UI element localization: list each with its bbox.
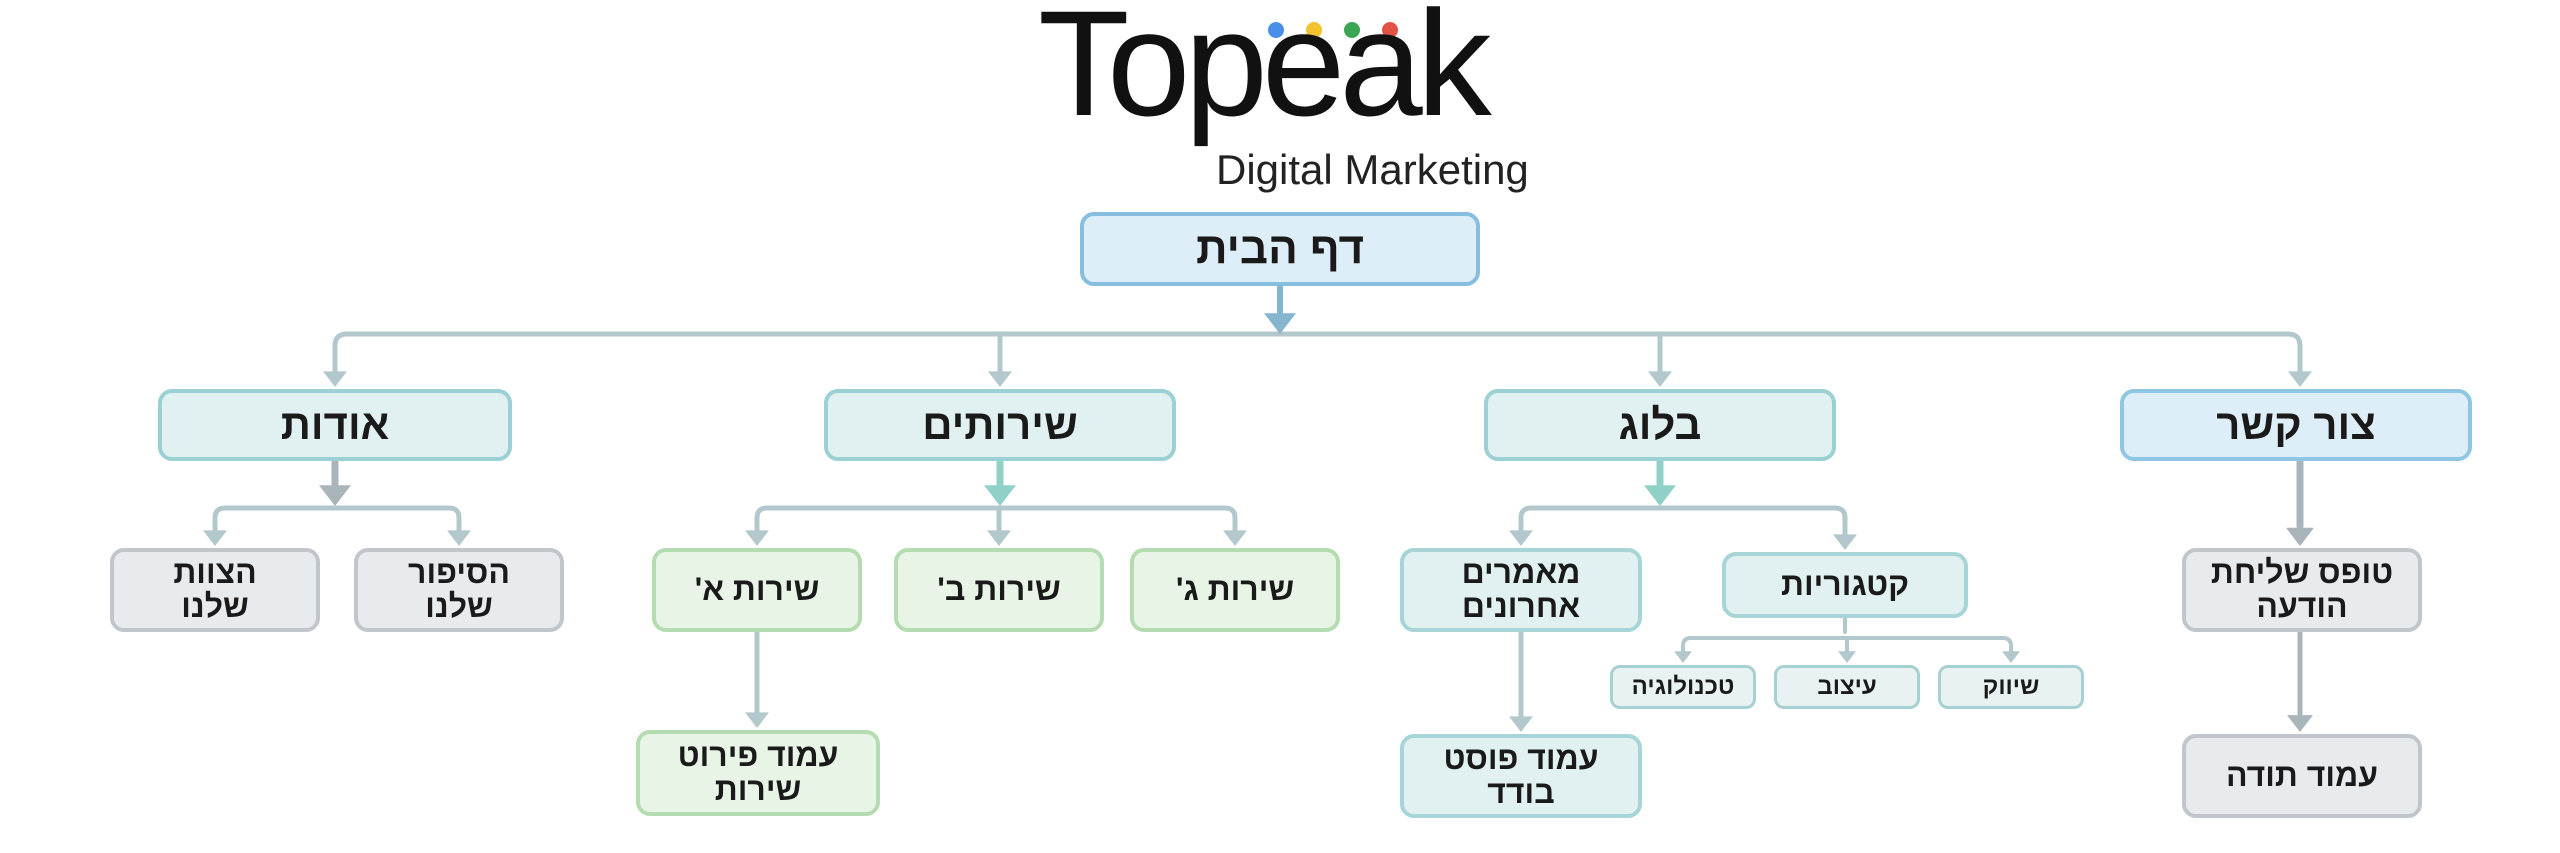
arrowhead-blog bbox=[1644, 485, 1676, 506]
node-categories: קטגוריות bbox=[1722, 552, 1968, 618]
arrowhead-categories bbox=[1833, 534, 1857, 550]
node-services: שירותים bbox=[824, 389, 1176, 461]
node-contact-form: טופס שליחת הודעה bbox=[2182, 548, 2422, 632]
node-service-detail: עמוד פירוט שירות bbox=[636, 730, 880, 816]
logo-wordmark: Topeak bbox=[1038, 0, 1492, 147]
arrowhead-level1 bbox=[1648, 371, 1672, 387]
logo-dot-green bbox=[1344, 22, 1360, 38]
node-blog: בלוג bbox=[1484, 389, 1836, 461]
arrowhead-level1 bbox=[2288, 371, 2312, 387]
node-cat-technology: טכנולוגיה bbox=[1610, 665, 1756, 709]
logo-dot-red bbox=[1382, 22, 1398, 38]
topeak-logo: Topeak Digital Marketing bbox=[1030, 0, 1550, 196]
node-home: דף הבית bbox=[1080, 212, 1480, 286]
connector-blog-bus bbox=[1518, 505, 1848, 537]
arrowhead-home bbox=[1264, 313, 1296, 334]
node-our-story: הסיפור שלנו bbox=[354, 548, 564, 632]
arrowhead-service bbox=[745, 530, 769, 546]
arrowhead-level1 bbox=[988, 371, 1012, 387]
node-about: אודות bbox=[158, 389, 512, 461]
node-our-team: הצוות שלנו bbox=[110, 548, 320, 632]
connector-home-bus bbox=[332, 331, 2303, 375]
node-recent-articles: מאמרים אחרונים bbox=[1400, 548, 1642, 632]
arrowhead-level1 bbox=[323, 371, 347, 387]
node-service-a: שירות א' bbox=[652, 548, 862, 632]
node-thank-you: עמוד תודה bbox=[2182, 734, 2422, 818]
node-single-post: עמוד פוסט בודד bbox=[1400, 734, 1642, 818]
arrowhead-services bbox=[984, 485, 1016, 506]
arrowhead-team bbox=[203, 530, 227, 546]
node-service-c: שירות ג' bbox=[1130, 548, 1340, 632]
arrowhead-category bbox=[1838, 651, 1856, 663]
connector-services-bus bbox=[754, 505, 1238, 533]
arrowhead-category bbox=[2002, 651, 2020, 663]
arrowhead-thank-you bbox=[2287, 715, 2313, 732]
node-cat-design: עיצוב bbox=[1774, 665, 1920, 709]
arrowhead-service-detail bbox=[745, 712, 769, 728]
arrowhead-category bbox=[1674, 651, 1692, 663]
arrowhead-service bbox=[1223, 530, 1247, 546]
node-service-b: שירות ב' bbox=[894, 548, 1104, 632]
arrowhead-story bbox=[447, 530, 471, 546]
arrowhead-recent bbox=[1509, 530, 1533, 546]
node-cat-marketing: שיווק bbox=[1938, 665, 2084, 709]
arrowhead-service bbox=[987, 530, 1011, 546]
connector-about-bus bbox=[212, 505, 462, 533]
logo-dot-yellow bbox=[1306, 22, 1322, 38]
node-contact: צור קשר bbox=[2120, 389, 2472, 461]
arrowhead-contact-form bbox=[2286, 527, 2314, 546]
logo-tagline: Digital Marketing bbox=[1216, 146, 1529, 193]
arrowhead-single-post bbox=[1509, 716, 1533, 732]
arrowhead-about bbox=[319, 485, 351, 506]
logo-dot-blue bbox=[1268, 22, 1284, 38]
